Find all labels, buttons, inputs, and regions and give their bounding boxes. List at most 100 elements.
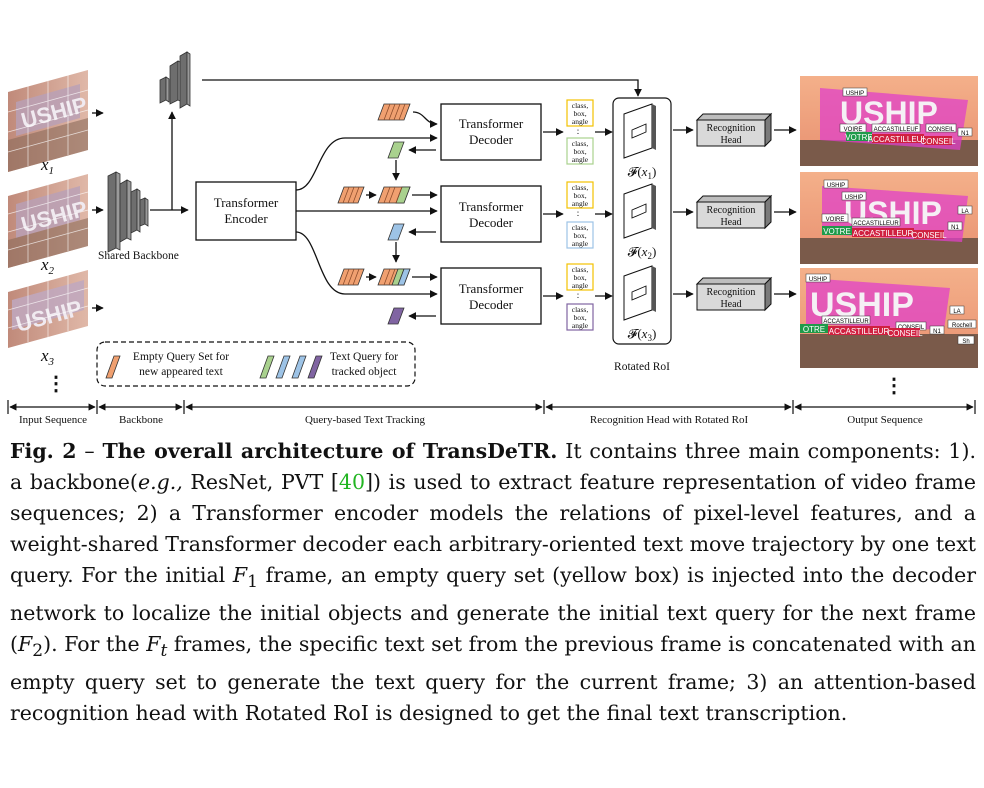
stage-backbone: Backbone xyxy=(119,414,163,426)
svg-text:angle: angle xyxy=(572,155,589,164)
svg-text:Head: Head xyxy=(720,135,741,146)
svg-text:class,: class, xyxy=(572,223,589,232)
feature-stack-icon xyxy=(159,51,191,109)
svg-text::: : xyxy=(577,126,580,136)
svg-text::: : xyxy=(577,290,580,300)
svg-text:ACCASTILLEUR: ACCASTILLEUR xyxy=(829,327,890,336)
svg-text:CONSEIL: CONSEIL xyxy=(920,137,956,146)
svg-text:Rochell: Rochell xyxy=(952,323,972,329)
svg-text:N1: N1 xyxy=(951,225,959,231)
recognition-head-2 xyxy=(695,194,773,230)
stage-output-sequence: Output Sequence xyxy=(847,414,923,426)
frame-label-1: x1 xyxy=(40,155,54,177)
svg-text:Recognition: Recognition xyxy=(707,205,756,216)
decoder-2-label-line1: Transformer xyxy=(459,199,524,214)
output-ellipsis: ⋮ xyxy=(884,375,904,397)
roi-feature-label-3: 𝓕(x3) xyxy=(628,326,657,343)
concat-query-block-3 xyxy=(377,268,411,286)
svg-text:OTRE: OTRE xyxy=(803,325,825,334)
decoder-3-label-line2: Decoder xyxy=(469,297,514,312)
empty-query-block-3 xyxy=(337,268,365,286)
output-frame-2: USHIP USHIP USHIP VOIRE ACCASTILLEUR N1 … xyxy=(800,172,978,264)
stage-input-sequence: Input Sequence xyxy=(19,414,87,426)
encoder-label-line1: Transformer xyxy=(214,195,279,210)
recognition-head-1 xyxy=(695,112,773,148)
transformer-encoder xyxy=(195,181,297,241)
prediction-box-tracked xyxy=(566,221,594,249)
svg-text:USHIP: USHIP xyxy=(809,277,827,283)
svg-text:USHIP: USHIP xyxy=(827,183,845,189)
svg-text:angle: angle xyxy=(572,321,589,330)
prediction-box-empty xyxy=(566,263,594,291)
svg-text:VOIRE: VOIRE xyxy=(826,217,845,223)
svg-text:class,: class, xyxy=(572,305,589,314)
svg-text:Head: Head xyxy=(720,217,741,228)
svg-text::: : xyxy=(577,208,580,218)
svg-text:Head: Head xyxy=(720,299,741,310)
svg-text:class,: class, xyxy=(572,183,589,192)
stage-recognition-head: Recognition Head with Rotated RoI xyxy=(590,414,749,426)
svg-text:angle: angle xyxy=(572,199,589,208)
frame-label-2: x2 xyxy=(40,255,55,277)
svg-text:angle: angle xyxy=(572,117,589,126)
svg-text:class,: class, xyxy=(572,101,589,110)
rotated-roi-label: Rotated RoI xyxy=(614,361,670,373)
transformer-decoder-3 xyxy=(440,267,542,325)
stage-query-tracking: Query-based Text Tracking xyxy=(305,414,426,426)
svg-text:class,: class, xyxy=(572,265,589,274)
svg-text:Recognition: Recognition xyxy=(707,123,756,134)
svg-text:Recognition: Recognition xyxy=(707,287,756,298)
svg-text:CONSEIL: CONSEIL xyxy=(928,127,955,133)
decoder-2-label-line2: Decoder xyxy=(469,215,514,230)
figure-caption: Fig. 2 – The overall architecture of Tra… xyxy=(10,439,977,726)
decoder-3-label-line1: Transformer xyxy=(459,281,524,296)
svg-text:ACCASTILLEUF: ACCASTILLEUF xyxy=(874,127,919,133)
svg-text:box,: box, xyxy=(573,313,586,322)
svg-text:angle: angle xyxy=(572,239,589,248)
svg-text:box,: box, xyxy=(573,147,586,156)
svg-text:USHIP: USHIP xyxy=(845,195,863,201)
recognition-head-3 xyxy=(695,276,773,312)
svg-text:VOIRE: VOIRE xyxy=(844,127,863,133)
frame-grid xyxy=(7,75,89,342)
prediction-box-empty xyxy=(566,99,594,127)
legend-empty-sub: new appeared text xyxy=(139,366,223,378)
svg-text:box,: box, xyxy=(573,273,586,282)
svg-text:class,: class, xyxy=(572,139,589,148)
prediction-box-empty xyxy=(566,181,594,209)
blue-query-block-2 xyxy=(387,223,405,241)
figure-number: Fig. 2 xyxy=(10,439,77,463)
svg-text:ACCASTILLEUR: ACCASTILLEUR xyxy=(853,229,914,238)
decoder-1-label-line1: Transformer xyxy=(459,116,524,131)
legend-box xyxy=(96,341,416,387)
concat-query-block-2 xyxy=(377,186,411,204)
roi-feature-label-2: 𝓕(x2) xyxy=(628,244,657,261)
stage-bar xyxy=(7,400,976,414)
svg-text:box,: box, xyxy=(573,191,586,200)
legend-text-title: Text Query for xyxy=(330,351,398,363)
svg-text:Sh: Sh xyxy=(962,339,969,345)
legend-text-sub: tracked object xyxy=(332,366,398,378)
roi-feature-3 xyxy=(623,265,656,321)
decoder-1-label-line2: Decoder xyxy=(469,132,514,147)
svg-text:LA: LA xyxy=(961,209,968,215)
frame-label-3: x3 xyxy=(40,346,55,368)
frames-ellipsis: ⋮ xyxy=(46,373,66,395)
empty-query-block-2 xyxy=(337,186,365,204)
svg-text:box,: box, xyxy=(573,231,586,240)
prediction-box-tracked xyxy=(566,303,594,331)
prediction-box-tracked xyxy=(566,137,594,165)
citation-link[interactable]: 40 xyxy=(338,470,365,494)
legend-empty-title: Empty Query Set for xyxy=(133,351,229,363)
svg-text:ACCASTILLEUR: ACCASTILLEUR xyxy=(823,319,869,325)
output-frame-1: USHIP USHIP VOIRE ACCASTILLEUF CONSEIL N… xyxy=(800,76,978,166)
empty-query-block-1 xyxy=(377,103,411,121)
green-query-block-1 xyxy=(387,141,405,159)
svg-text:CONSEIL: CONSEIL xyxy=(887,329,923,338)
svg-text:box,: box, xyxy=(573,109,586,118)
legend-empty-query-icon xyxy=(105,355,121,379)
svg-text:LA: LA xyxy=(953,309,960,315)
purple-query-block-3 xyxy=(387,307,405,325)
transformer-decoder-1 xyxy=(440,103,542,161)
encoder-label-line2: Encoder xyxy=(224,211,268,226)
